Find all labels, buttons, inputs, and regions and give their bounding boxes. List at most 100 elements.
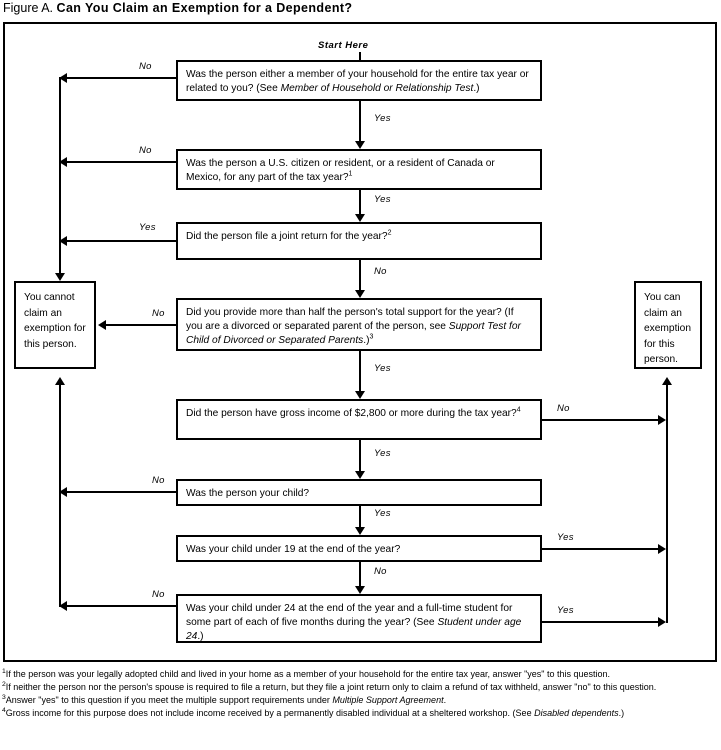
- label-yes-box7-right: Yes: [557, 532, 574, 543]
- terminal-box-cannot-claim: You cannot claim an exemption for this p…: [14, 281, 96, 369]
- box-superscript-5: 4: [516, 406, 521, 414]
- arrow-down-box5: [355, 391, 365, 399]
- footnote-4-italic: Disabled dependents: [534, 708, 619, 719]
- connector-box7-box8-line: [359, 562, 361, 586]
- arrow-down-cannot-box: [55, 273, 65, 281]
- connector-box8-no-left: [61, 605, 176, 607]
- box-text-1-before: Was the person either a member of your h…: [186, 69, 529, 94]
- box-text-8-after: .): [197, 631, 204, 642]
- footnote-3: 3Answer "yes" to this question if you me…: [2, 694, 718, 707]
- box-text-4-after: .): [363, 335, 370, 346]
- label-no-box2-left: No: [139, 145, 152, 156]
- arrow-right-box5-no: [658, 415, 666, 425]
- box-text-8-italic: Student under age 24: [186, 617, 522, 642]
- footnote-4-marker: 4: [2, 707, 6, 715]
- connector-box5-no-right: [542, 419, 660, 421]
- figure-question-title: Can You Claim an Exemption for a Depende…: [56, 1, 353, 15]
- decision-box-citizen-resident: Was the person a U.S. citizen or residen…: [176, 149, 542, 190]
- connector-box3-box4-line: [359, 260, 361, 290]
- arrow-up-cannot-box: [55, 377, 65, 385]
- decision-box-member-household: Was the person either a member of your h…: [176, 60, 542, 101]
- box-text-7-before: Was your child under 19 at the end of th…: [186, 544, 401, 555]
- connector-box4-no-left: [106, 324, 176, 326]
- arrow-left-box2-no: [59, 157, 67, 167]
- box-text-1-after: .): [473, 83, 480, 94]
- arrow-left-box1-no: [59, 73, 67, 83]
- decision-box-your-child: Was the person your child?: [176, 479, 542, 506]
- connector-box2-box3-line: [359, 190, 361, 214]
- connector-box5-box6-line: [359, 440, 361, 471]
- arrow-left-box6-no: [59, 487, 67, 497]
- connector-box1-no-left: [61, 77, 176, 79]
- arrow-left-box3-yes: [59, 236, 67, 246]
- box-superscript-4: 3: [369, 333, 374, 341]
- connector-box4-box5-line: [359, 351, 361, 391]
- connector-box6-no-left: [61, 491, 176, 493]
- footnote-3-text: Answer "yes" to this question if you mee…: [5, 695, 333, 706]
- box-text-5-before: Did the person have gross income of $2,8…: [186, 408, 517, 419]
- arrow-right-box7-yes: [658, 544, 666, 554]
- arrow-up-can-box: [662, 377, 672, 385]
- box-text-4-before: Did you provide more than half the perso…: [186, 307, 514, 332]
- footnote-4-text: Gross income for this purpose does not i…: [5, 708, 535, 719]
- box-text-6-before: Was the person your child?: [186, 488, 310, 499]
- right-bus: [666, 385, 668, 623]
- connector-box2-no-left: [61, 161, 176, 163]
- label-no-box7-box8: No: [374, 566, 387, 577]
- connector-start-to-box1: [359, 52, 361, 60]
- box-text-1-italic: Member of Household or Relationship Test: [280, 83, 474, 94]
- arrow-down-box7: [355, 527, 365, 535]
- label-no-box1-left: No: [139, 61, 152, 72]
- footnote-4: 4Gross income for this purpose does not …: [2, 707, 718, 720]
- decision-box-under-19: Was your child under 19 at the end of th…: [176, 535, 542, 562]
- terminal-can-text: You can claim an exemption for this pers…: [644, 292, 692, 365]
- arrow-left-box8-no: [59, 601, 67, 611]
- footnote-2-text: If neither the person nor the person's s…: [5, 682, 657, 693]
- decision-box-under-24-student: Was your child under 24 at the end of th…: [176, 594, 542, 643]
- label-yes-box4-box5: Yes: [374, 363, 391, 374]
- label-no-box5-right: No: [557, 403, 570, 414]
- decision-box-support-test: Did you provide more than half the perso…: [176, 298, 542, 351]
- arrow-down-box3: [355, 214, 365, 222]
- connector-box3-yes-left: [61, 240, 176, 242]
- connector-box8-yes-right: [542, 621, 660, 623]
- label-no-box3-box4: No: [374, 266, 387, 277]
- label-yes-box6-box7: Yes: [374, 508, 391, 519]
- box-text-2-before: Was the person a U.S. citizen or residen…: [186, 158, 495, 183]
- label-no-box8-left: No: [152, 589, 165, 600]
- decision-box-gross-income: Did the person have gross income of $2,8…: [176, 399, 542, 440]
- footnotes: 1If the person was your legally adopted …: [2, 668, 718, 720]
- label-yes-box5-box6: Yes: [374, 448, 391, 459]
- label-yes-box2-box3: Yes: [374, 194, 391, 205]
- arrow-left-box4-no: [98, 320, 106, 330]
- footnote-2: 2If neither the person nor the person's …: [2, 681, 718, 694]
- figure-label: Figure A.: [3, 1, 54, 15]
- box-text-4-italic: Support Test for Child of Divorced or Se…: [186, 321, 521, 346]
- arrow-right-box8-yes: [658, 617, 666, 627]
- figure-title: Figure A. Can You Claim an Exemption for…: [3, 1, 352, 15]
- arrow-down-box2: [355, 141, 365, 149]
- start-here-label: Start Here: [318, 40, 369, 51]
- connector-box7-yes-right: [542, 548, 660, 550]
- footnote-3-marker: 3: [2, 694, 6, 702]
- label-yes-box8-right: Yes: [557, 605, 574, 616]
- connector-box6-box7-line: [359, 506, 361, 527]
- footnote-3-italic: Multiple Support Agreement: [332, 695, 444, 706]
- box-text-3-before: Did the person file a joint return for t…: [186, 231, 388, 242]
- connector-box1-box2-line: [359, 101, 361, 141]
- footnote-4-after: .): [618, 708, 625, 719]
- box-superscript-2: 1: [348, 170, 353, 178]
- decision-box-joint-return: Did the person file a joint return for t…: [176, 222, 542, 260]
- left-bus-upper: [59, 77, 61, 273]
- box-text-8-before: Was your child under 24 at the end of th…: [186, 603, 513, 628]
- footnote-2-marker: 2: [2, 681, 6, 689]
- footnote-1-text: If the person was your legally adopted c…: [5, 669, 611, 679]
- label-yes-box3-left: Yes: [139, 222, 156, 233]
- terminal-cannot-text: You cannot claim an exemption for this p…: [24, 292, 86, 350]
- footnote-3-after: .: [443, 695, 447, 706]
- arrow-down-box4: [355, 290, 365, 298]
- footnote-1: 1If the person was your legally adopted …: [2, 668, 718, 681]
- label-yes-box1-box2: Yes: [374, 113, 391, 124]
- arrow-down-box6: [355, 471, 365, 479]
